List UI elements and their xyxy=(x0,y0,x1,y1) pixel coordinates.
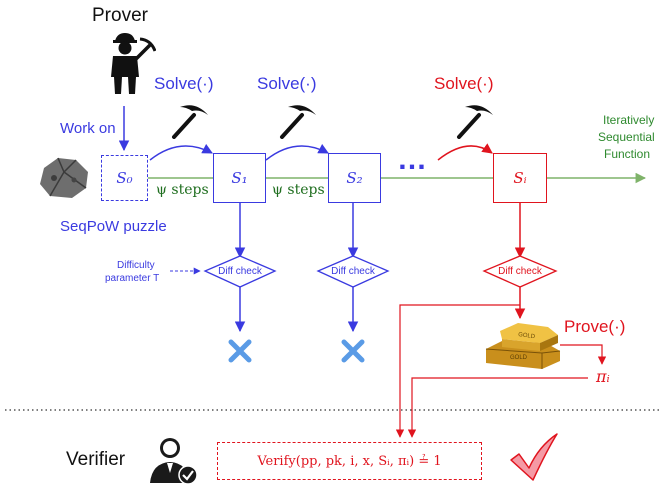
solve-arrow-2 xyxy=(265,143,329,161)
verify-formula-box: Verify(pp, pk, i, x, Sᵢ, πᵢ) ≟ 1 xyxy=(217,442,482,480)
pickaxe-icon xyxy=(172,105,208,139)
psi-steps-label-1: ψ steps xyxy=(156,182,209,198)
psi-steps-label-2: ψ steps xyxy=(272,182,325,198)
solve-arrow-1 xyxy=(149,143,213,161)
diff-check-diamond-2 xyxy=(316,255,390,288)
prover-title: Prover xyxy=(92,5,148,26)
gold-bars-icon: GOLD GOLD xyxy=(485,323,561,369)
solve-label-1: Solve(·) xyxy=(154,74,214,93)
cross-icon xyxy=(341,339,365,363)
miner-icon xyxy=(111,33,156,94)
solve-arrow-3 xyxy=(437,143,493,161)
verify-formula: Verify(pp, pk, i, x, Sᵢ, πᵢ) ≟ 1 xyxy=(257,453,442,469)
prove-label: Prove(·) xyxy=(564,317,626,336)
diff-check-label-2: Diff check xyxy=(331,266,375,277)
verifier-user-icon xyxy=(150,438,198,485)
check-mark-icon xyxy=(510,433,558,481)
prove-to-pi-line xyxy=(560,344,607,365)
pickaxe-icon xyxy=(457,105,493,139)
state-s1-label: S₁ xyxy=(231,169,248,187)
difficulty-label-2: parameter T xyxy=(105,273,160,284)
state-si-label: Sᵢ xyxy=(513,169,527,187)
diff-check-label-1: Diff check xyxy=(218,266,262,277)
function-label-2: Sequential xyxy=(598,130,655,144)
check3-to-verify-line xyxy=(395,304,520,438)
solve-label-2: Solve(·) xyxy=(257,74,317,93)
cross-icon xyxy=(228,339,252,363)
svg-text:GOLD: GOLD xyxy=(510,355,528,361)
solve-label-3: Solve(·) xyxy=(434,74,494,93)
pi-to-verify-line xyxy=(407,377,588,438)
work-on-label: Work on xyxy=(60,120,116,137)
state-s1-box: S₁ xyxy=(213,153,266,203)
pickaxe-icon xyxy=(280,105,316,139)
difficulty-label-1: Difficulty xyxy=(117,260,155,271)
ellipsis-label: … xyxy=(397,143,427,176)
function-label-1: Iteratively xyxy=(603,113,655,127)
function-label-3: Function xyxy=(604,147,651,161)
pi-label: πᵢ xyxy=(596,367,610,386)
state-s0-label: S₀ xyxy=(116,169,133,187)
rock-icon xyxy=(40,157,88,198)
state-s2-label: S₂ xyxy=(346,169,363,187)
svg-text:GOLD: GOLD xyxy=(518,332,536,340)
state-s2-box: S₂ xyxy=(328,153,381,203)
diff-check-label-3: Diff check xyxy=(498,266,542,277)
state-s0-box: S₀ xyxy=(101,155,148,201)
puzzle-label: SeqPoW puzzle xyxy=(60,218,167,235)
state-si-box: Sᵢ xyxy=(493,153,547,203)
verifier-title: Verifier xyxy=(66,449,126,470)
diff-check-diamond-1 xyxy=(203,255,277,288)
